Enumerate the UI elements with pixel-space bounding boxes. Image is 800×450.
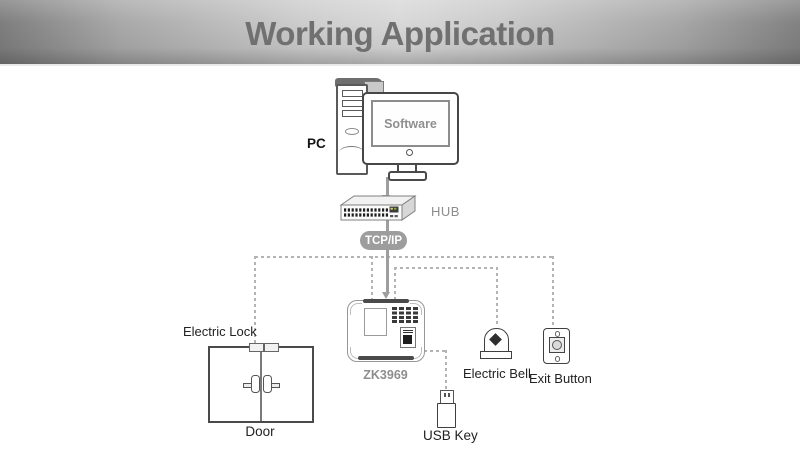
drive-bay-slot: [342, 110, 363, 117]
pc-tower-top: [335, 78, 383, 87]
dashed-drop-exit-button: [552, 256, 554, 328]
monitor-screen: Software: [371, 100, 450, 147]
dashed-device-usb-vertical: [445, 350, 447, 391]
connector-pc-hub: [386, 177, 389, 197]
device-fingerprint-sensor-icon: [400, 327, 416, 348]
connector-tcpip-device: [386, 249, 389, 293]
dashed-drop-electric-bell: [496, 267, 498, 326]
hub-label: HUB: [431, 204, 460, 219]
exit-button-icon: [543, 328, 570, 364]
monitor-stand-base: [388, 171, 427, 181]
pc-tower-icon: [336, 84, 368, 175]
device-top-bar: [363, 299, 409, 303]
exit-plate-screw: [554, 356, 560, 362]
dashed-device-usb-horizontal: [424, 350, 447, 352]
usb-key-icon: [437, 403, 456, 428]
device-corner-accent: [410, 303, 422, 315]
dashed-drop-electric-lock: [254, 256, 256, 344]
door-icon: [208, 346, 314, 423]
page-title: Working Application: [245, 15, 555, 52]
tcpip-label: TCP/IP: [364, 234, 403, 247]
drive-bay-slot: [342, 90, 363, 97]
device-corner-accent: [350, 303, 362, 315]
drive-bay-slot: [342, 100, 363, 107]
device-bottom-bar: [358, 356, 414, 360]
tower-panel-curve: [339, 146, 364, 159]
exit-button-label: Exit Button: [529, 371, 592, 386]
dashed-bus-bell: [394, 267, 497, 269]
usb-pin: [443, 393, 446, 397]
electric-lock-label: Electric Lock: [183, 324, 257, 339]
pc-label: PC: [307, 136, 326, 151]
exit-plate-screw: [554, 331, 560, 337]
door-handle-icon: [251, 375, 260, 393]
exit-push-button: [548, 337, 565, 353]
door-label: Door: [245, 424, 275, 439]
device-screen: [364, 308, 387, 336]
arrowhead-device: [382, 292, 390, 299]
fingerprint-sensor-window: [403, 335, 412, 344]
dashed-bus-lock-exit: [255, 256, 554, 258]
device-corner-accent: [410, 347, 422, 359]
electric-lock-icon: [264, 343, 279, 352]
electric-lock-icon: [249, 343, 264, 352]
dashed-drop-device-right: [394, 267, 396, 300]
usb-pin: [448, 393, 450, 397]
hub-icon: [336, 192, 418, 224]
exit-button-circle: [551, 340, 562, 350]
usb-key-label: USB Key: [423, 428, 478, 443]
access-control-device-icon: [347, 299, 425, 362]
device-keypad-icon: [392, 307, 419, 324]
door-handle-icon: [263, 375, 272, 393]
title-banner: Working Application: [0, 0, 800, 66]
door-center-seam: [260, 348, 262, 421]
connector-hub-tcpip: [386, 220, 389, 233]
bell-base: [480, 351, 512, 359]
device-corner-accent: [350, 347, 362, 359]
fingerprint-sensor-lines: [403, 330, 413, 334]
monitor-power-button-icon: [406, 149, 413, 156]
tcpip-badge: TCP/IP: [360, 231, 407, 250]
tower-badge: [345, 128, 359, 135]
software-label: Software: [384, 116, 437, 131]
device-label: ZK3969: [363, 368, 408, 382]
electric-bell-label: Electric Bell: [463, 366, 531, 381]
monitor-icon: Software: [362, 92, 459, 165]
dashed-drop-device-left: [371, 256, 373, 300]
hub-switch-drawing: [339, 195, 417, 221]
